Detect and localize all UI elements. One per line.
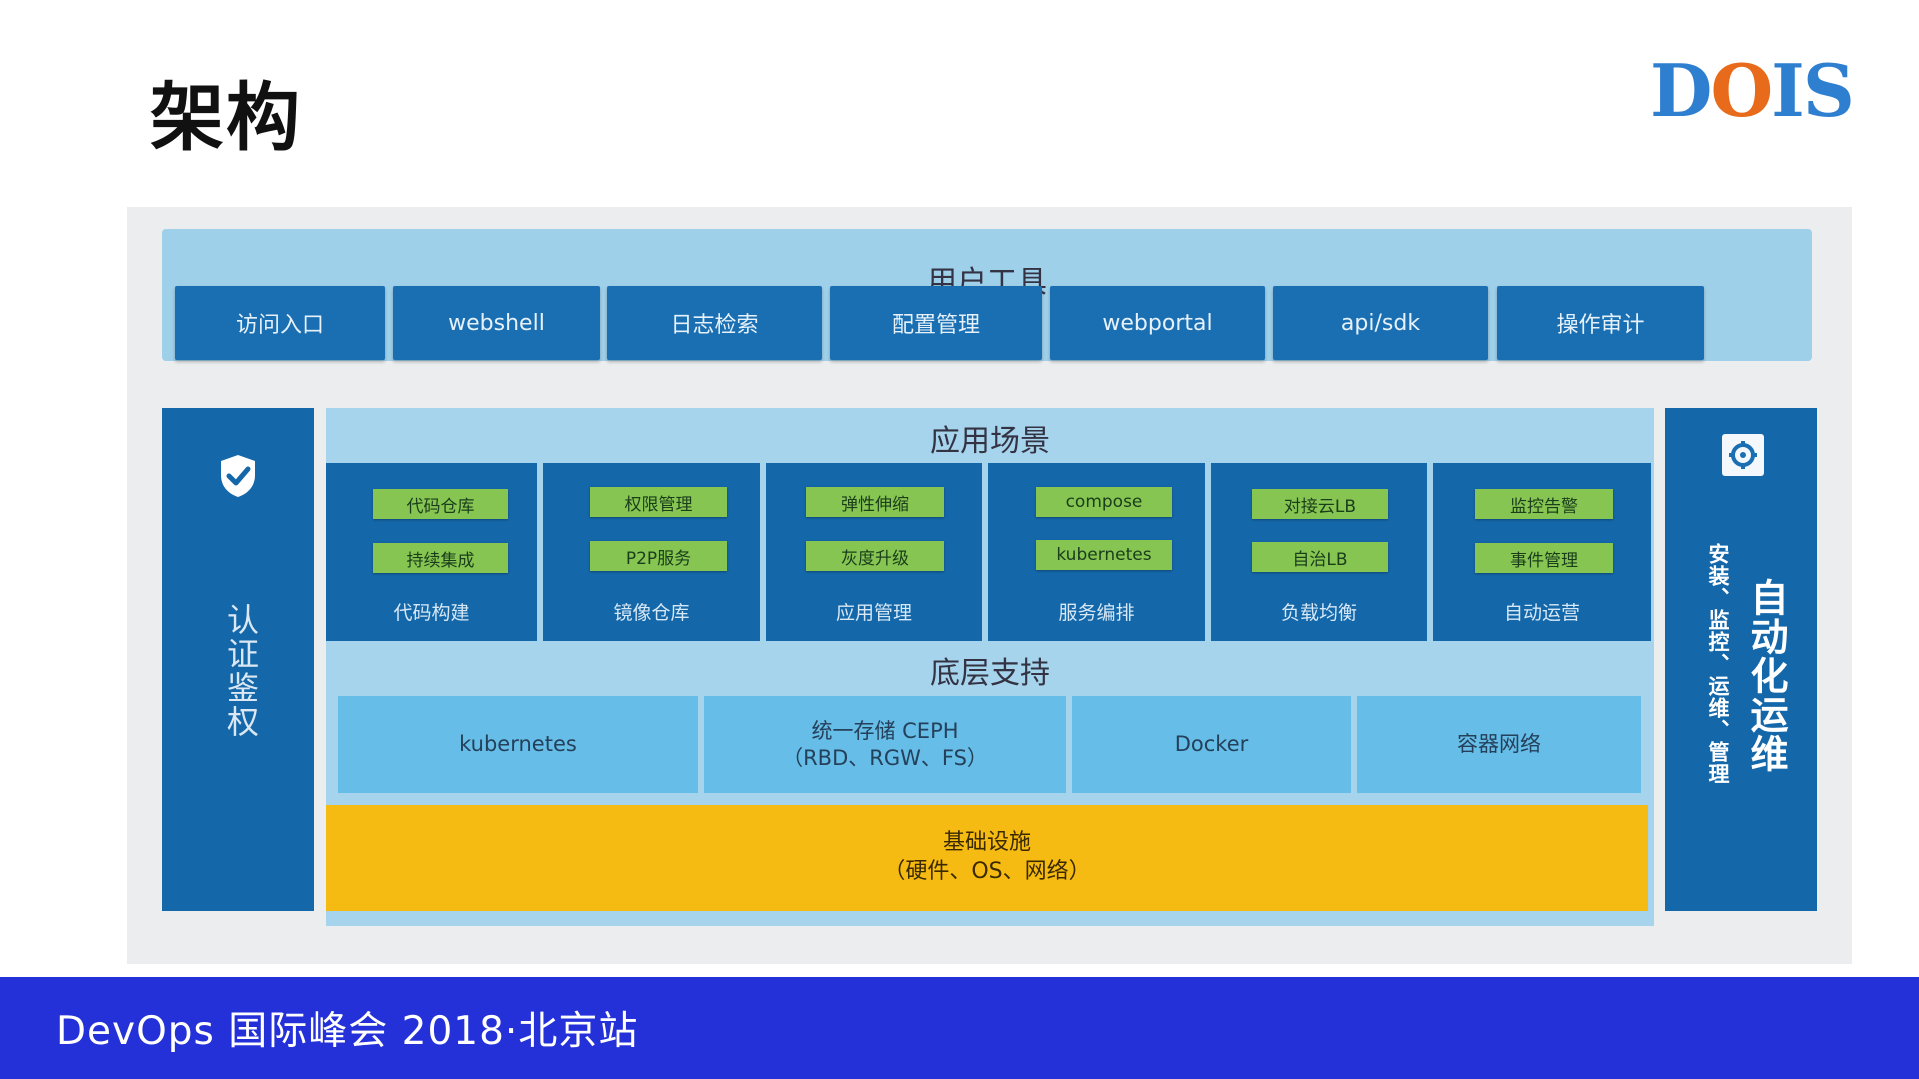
scenario-load-balancing: 对接云LB 自治LB 负载均衡 <box>1211 463 1427 641</box>
chip-compose: compose <box>1036 487 1172 517</box>
scenarios-title: 应用场景 <box>930 424 1050 459</box>
support-line1: Docker <box>1174 732 1249 757</box>
support-ceph: 统一存储 CEPH （RBD、RGW、FS） <box>704 696 1066 793</box>
tool-webportal: webportal <box>1050 286 1265 360</box>
chip-monitor-alert: 监控告警 <box>1475 489 1613 519</box>
dois-logo: DOIS <box>1650 55 1855 127</box>
chip-autoscale: 弹性伸缩 <box>806 487 944 517</box>
scenarios-panel: 应用场景 代码仓库 持续集成 代码构建 权限管理 P2P服务 镜像仓库 弹性伸缩… <box>326 408 1654 926</box>
support-line1: 统一存储 CEPH <box>811 719 959 744</box>
footer-bar: DevOps 国际峰会 2018·北京站 <box>0 977 1919 1079</box>
ops-panel: 安装、监控、运维、管理 自动化运维 <box>1665 408 1817 911</box>
chip-cloud-lb: 对接云LB <box>1252 489 1388 519</box>
scenario-label: 镜像仓库 <box>613 602 690 624</box>
ops-title: 自动化运维 <box>1744 578 1788 773</box>
tool-config-management: 配置管理 <box>830 286 1042 360</box>
chip-ci: 持续集成 <box>373 543 508 573</box>
support-line2: （RBD、RGW、FS） <box>782 745 988 770</box>
logo-part-d: D <box>1650 48 1712 133</box>
tool-operation-audit: 操作审计 <box>1497 286 1704 360</box>
chip-canary: 灰度升级 <box>806 541 944 571</box>
infra-line1: 基础设施 <box>942 830 1031 856</box>
infrastructure-panel: 基础设施 （硬件、OS、网络） <box>326 805 1648 911</box>
tool-log-search: 日志检索 <box>607 286 822 360</box>
logo-part-is: IS <box>1771 48 1855 133</box>
chip-event-management: 事件管理 <box>1475 543 1613 573</box>
auth-panel: 认证鉴权 <box>162 408 314 911</box>
user-tools-panel: 用户工具 访问入口 webshell 日志检索 配置管理 webportal a… <box>162 229 1812 361</box>
scenario-label: 应用管理 <box>835 602 912 624</box>
slide-title: 架构 <box>150 75 302 161</box>
footer-text: DevOps 国际峰会 2018·北京站 <box>56 1009 639 1054</box>
tool-webshell: webshell <box>393 286 600 360</box>
shield-check-icon <box>221 455 255 497</box>
scenario-code-build: 代码仓库 持续集成 代码构建 <box>326 463 537 641</box>
tool-api-sdk: api/sdk <box>1273 286 1488 360</box>
scenario-app-management: 弹性伸缩 灰度升级 应用管理 <box>766 463 982 641</box>
chip-p2p: P2P服务 <box>590 541 727 571</box>
scenario-image-repo: 权限管理 P2P服务 镜像仓库 <box>543 463 760 641</box>
chip-self-lb: 自治LB <box>1252 542 1388 572</box>
scenario-label: 负载均衡 <box>1280 602 1357 624</box>
ops-subtitle: 安装、监控、运维、管理 <box>1706 543 1730 785</box>
chip-permission: 权限管理 <box>590 487 727 517</box>
support-docker: Docker <box>1072 696 1351 793</box>
auth-label: 认证鉴权 <box>222 603 260 739</box>
scenario-auto-ops: 监控告警 事件管理 自动运营 <box>1433 463 1651 641</box>
scenario-label: 自动运营 <box>1503 602 1580 624</box>
infra-line2: （硬件、OS、网络） <box>883 859 1091 884</box>
architecture-diagram: 用户工具 访问入口 webshell 日志检索 配置管理 webportal a… <box>127 207 1852 964</box>
support-title: 底层支持 <box>930 656 1050 691</box>
tool-access-entry: 访问入口 <box>175 286 385 360</box>
chip-kubernetes: kubernetes <box>1036 540 1172 570</box>
support-line1: kubernetes <box>459 732 577 757</box>
support-container-network: 容器网络 <box>1357 696 1641 793</box>
scenario-label: 服务编排 <box>1058 602 1135 624</box>
logo-part-o: O <box>1710 48 1773 133</box>
chip-code-repo: 代码仓库 <box>373 489 508 519</box>
support-line1: 容器网络 <box>1457 732 1541 757</box>
scenario-label: 代码构建 <box>393 602 470 624</box>
gear-icon <box>1722 434 1764 476</box>
scenario-orchestration: compose kubernetes 服务编排 <box>988 463 1205 641</box>
support-kubernetes: kubernetes <box>338 696 698 793</box>
